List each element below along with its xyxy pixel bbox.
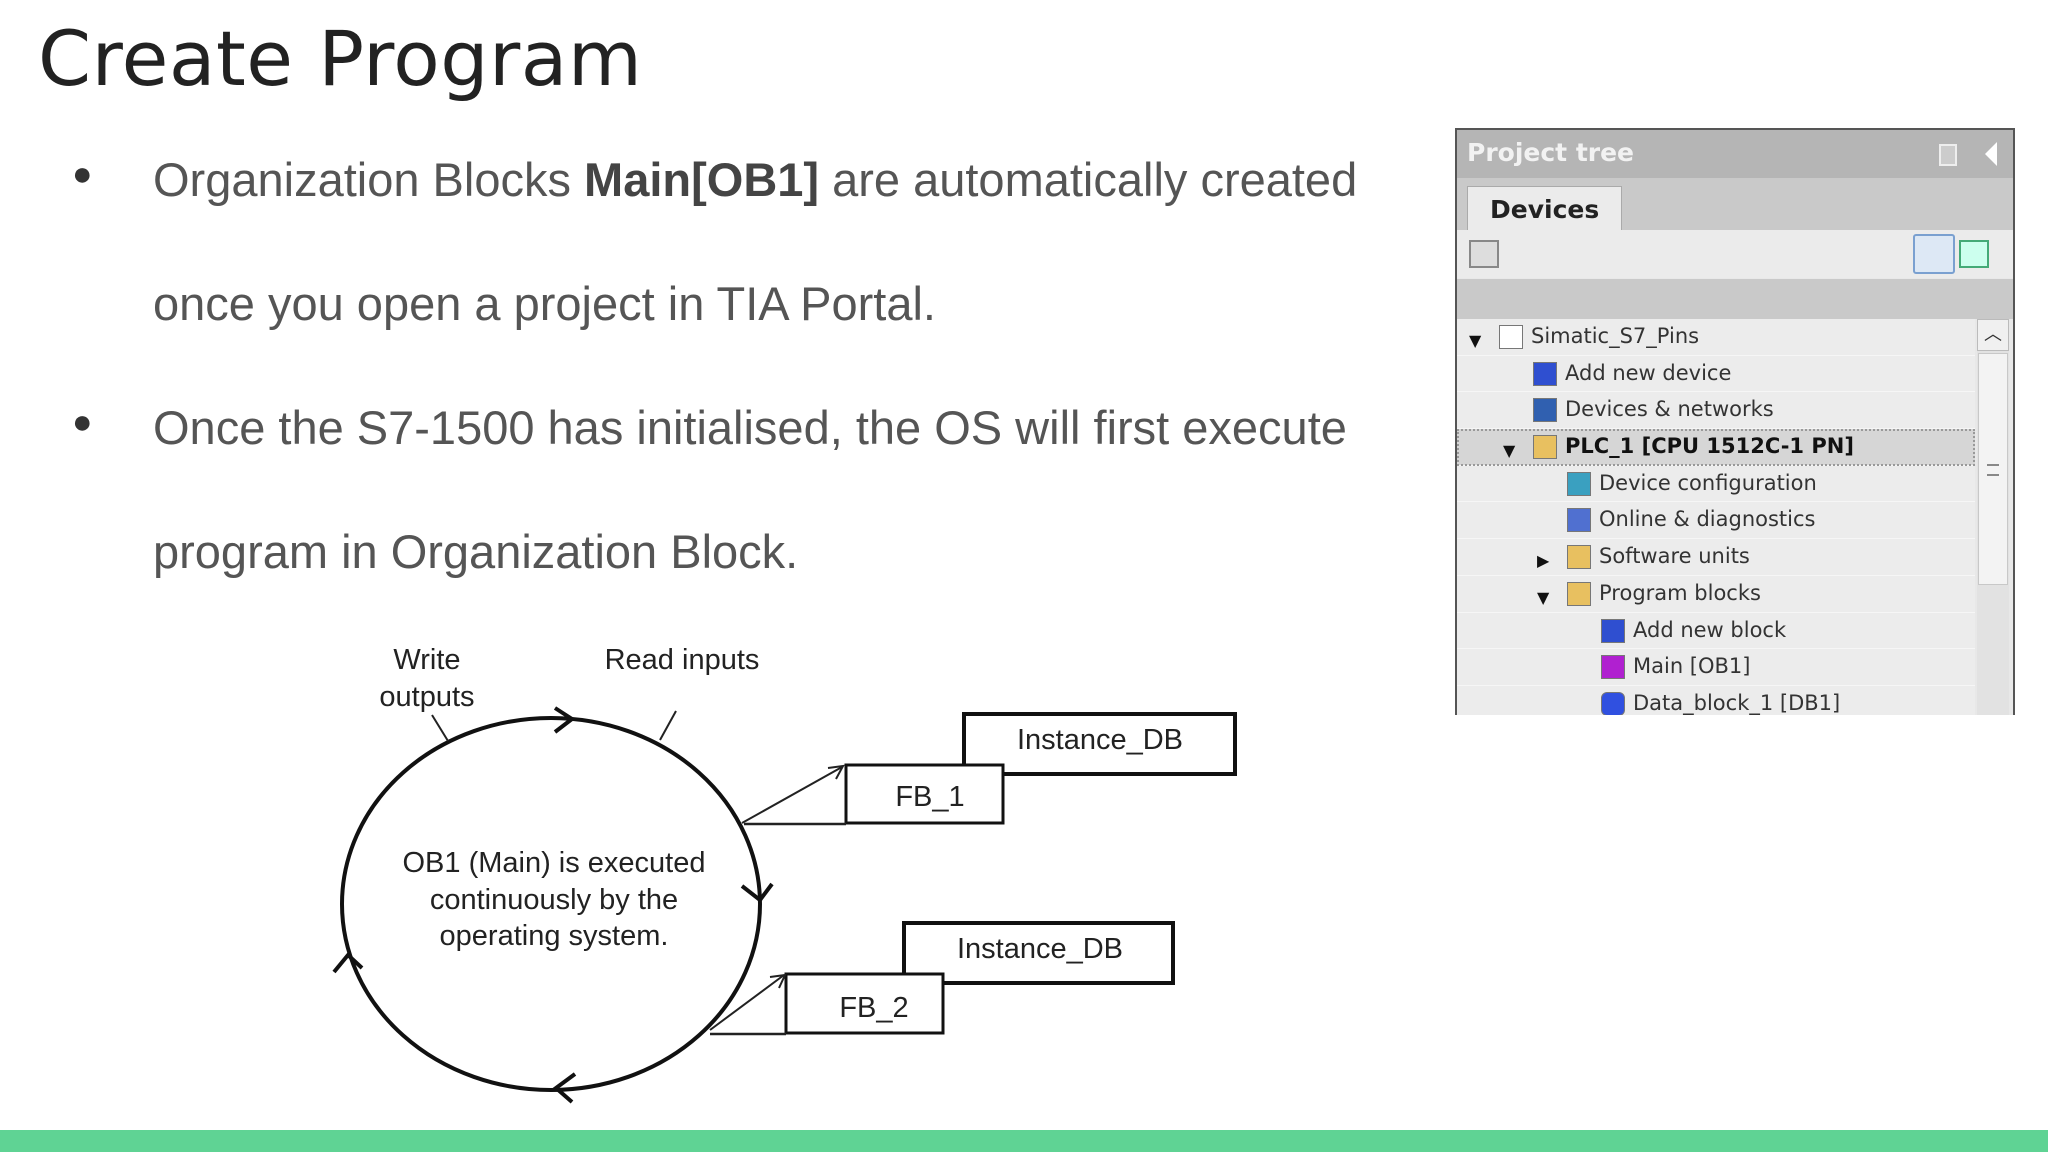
scroll-thumb[interactable] xyxy=(1978,353,2008,585)
scroll-up-icon[interactable]: ︿ xyxy=(1977,319,2009,351)
fb-2-label: FB_2 xyxy=(839,992,908,1024)
bullet-1-line-1: Organization Blocks Main[OB1] are automa… xyxy=(153,152,1357,207)
bullet-dot: ● xyxy=(72,155,93,193)
instance-db-2-box xyxy=(902,921,1175,985)
cycle-arrow xyxy=(552,1072,577,1104)
text: are automatically created xyxy=(819,153,1358,206)
center-text: operating system. xyxy=(440,920,669,952)
data-block-icon xyxy=(1601,691,1625,715)
tree-item[interactable]: Add new block xyxy=(1457,612,1975,650)
ob-block-icon xyxy=(1601,655,1625,680)
center-text: continuously by the xyxy=(430,884,678,916)
footer-accent-bar xyxy=(0,1130,2048,1152)
bullet-2-line-2: program in Organization Block. xyxy=(153,525,799,578)
bullet-2-line-1: Once the S7-1500 has initialised, the OS… xyxy=(153,401,1347,454)
device-config-icon xyxy=(1567,471,1591,496)
write-outputs-label: Write xyxy=(393,644,460,676)
software-units-folder-icon xyxy=(1567,545,1591,570)
tree-item-label: Software units xyxy=(1599,544,1750,569)
call-arrow xyxy=(709,974,785,1031)
write-outputs-label: outputs xyxy=(379,681,474,713)
tree-item[interactable]: ▶ Software units xyxy=(1457,539,1975,576)
tree-item[interactable]: ▼ Simatic_S7_Pins xyxy=(1457,319,1975,356)
fb-1-box xyxy=(844,763,1005,825)
center-text: OB1 (Main) is executed xyxy=(402,847,705,879)
instance-db-2-label: Instance_DB xyxy=(957,933,1123,965)
tree-item[interactable]: Main [OB1] xyxy=(1457,649,1975,686)
read-inputs-label: Read inputs xyxy=(605,644,760,676)
ob1-cycle-diagram: Write outputs Read inputs OB1 (Main) is … xyxy=(332,644,1237,1104)
tree-item[interactable]: ▼ PLC_1 [CPU 1512C-1 PN] xyxy=(1457,429,1975,466)
bullet-1-line-2: once you open a project in TIA Portal. xyxy=(153,277,936,330)
tree-item-label: Add new block xyxy=(1633,617,1787,642)
write-outputs-pointer xyxy=(431,714,449,742)
slide-title: Create Program xyxy=(38,14,643,103)
tree-item[interactable]: Device configuration xyxy=(1457,465,1975,503)
instance-db-1-box xyxy=(962,712,1237,776)
fb-2-box xyxy=(784,972,945,1035)
cycle-arrow xyxy=(332,952,364,974)
project-icon xyxy=(1499,325,1523,349)
add-device-toolbar-icon[interactable] xyxy=(1469,240,1499,268)
tree-toolbar xyxy=(1457,230,2013,278)
tree-item-label: Main [OB1] xyxy=(1633,654,1751,679)
cycle-circle xyxy=(340,716,762,1092)
add-block-icon xyxy=(1601,618,1625,643)
network-icon xyxy=(1533,398,1557,423)
tree-filter-bar xyxy=(1457,279,2013,319)
scrollbar[interactable]: ︿ xyxy=(1977,319,2009,715)
cycle-arrow xyxy=(740,882,774,903)
tree-item-label: Program blocks xyxy=(1599,580,1761,605)
tree-item-label: Data_block_1 [DB1] xyxy=(1633,690,1841,715)
collapse-arrow-icon[interactable]: ▼ xyxy=(1503,441,1516,461)
tree-item-label: Devices & networks xyxy=(1565,397,1774,422)
instance-db-1-label: Instance_DB xyxy=(1017,724,1183,756)
tree-item[interactable]: ▼ Program blocks xyxy=(1457,575,1975,613)
read-inputs-pointer xyxy=(659,710,677,741)
export-icon[interactable] xyxy=(1959,240,1989,268)
collapse-arrow-icon[interactable]: ▼ xyxy=(1537,587,1550,607)
call-arrow xyxy=(741,766,843,824)
project-tree-header: Project tree xyxy=(1457,130,2013,178)
tree-item-label: Device configuration xyxy=(1599,470,1817,495)
tree-item[interactable]: Data_block_1 [DB1] xyxy=(1457,685,1975,715)
expand-arrow-icon[interactable]: ▶ xyxy=(1537,551,1550,571)
tree-item[interactable]: Add new device xyxy=(1457,355,1975,393)
overview-button[interactable] xyxy=(1913,234,1955,274)
collapse-arrow-icon[interactable]: ▼ xyxy=(1469,331,1482,350)
cycle-arrow xyxy=(553,706,576,734)
split-view-icon[interactable] xyxy=(1939,144,1957,166)
bold-text: Main[OB1] xyxy=(584,153,820,206)
collapse-left-icon[interactable] xyxy=(1985,142,1997,166)
diagnostics-icon xyxy=(1567,508,1591,533)
program-blocks-folder-icon xyxy=(1567,581,1591,606)
plc-folder-icon xyxy=(1533,435,1557,460)
tree-item-label: Simatic_S7_Pins xyxy=(1531,324,1700,348)
tree-item-label: Add new device xyxy=(1565,360,1732,385)
tree-item-label: Online & diagnostics xyxy=(1599,507,1816,532)
tree-item-label: PLC_1 [CPU 1512C-1 PN] xyxy=(1565,434,1854,459)
tree-item[interactable]: Devices & networks xyxy=(1457,392,1975,430)
project-tree-title: Project tree xyxy=(1467,138,1635,167)
tab-devices[interactable]: Devices xyxy=(1467,186,1622,230)
tab-bar: Devices xyxy=(1457,178,2013,230)
bullet-dot: ● xyxy=(72,403,93,441)
tree-item[interactable]: Online & diagnostics xyxy=(1457,502,1975,540)
add-device-icon xyxy=(1533,361,1557,386)
text: Organization Blocks xyxy=(153,153,585,206)
fb-1-label: FB_1 xyxy=(895,781,964,813)
